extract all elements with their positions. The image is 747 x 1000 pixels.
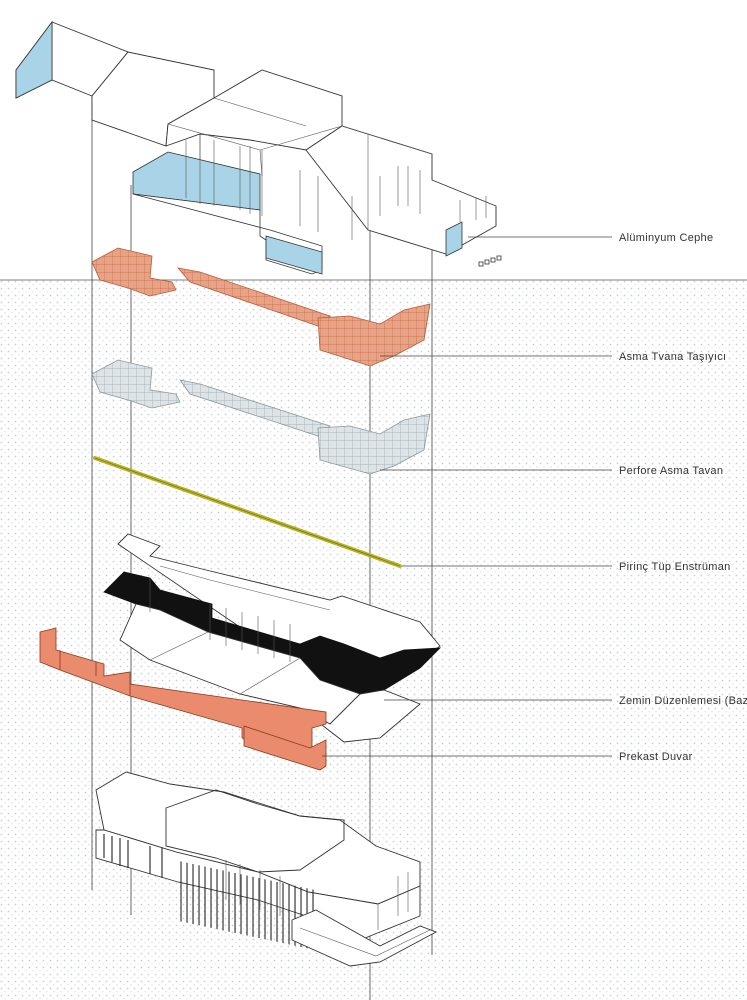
- perforated-ceiling-grid: [91, 359, 431, 475]
- label-basalt-floor: Zemin Düzenlemesi (Bazalt): [619, 695, 747, 707]
- label-brass-tube: Pirinç Tüp Enstrüman: [619, 561, 731, 573]
- label-aluminium-facade: Alüminyum Cephe: [619, 232, 713, 244]
- precast-wall: [39, 627, 327, 771]
- callout-leaders: [322, 236, 612, 757]
- label-ceiling-carrier: Asma Tvana Taşıyıcı: [619, 351, 726, 363]
- brass-tube-instrument: [93, 456, 402, 568]
- basalt-floor-layer: [103, 533, 442, 743]
- base-building: [95, 771, 438, 967]
- aluminium-facade-layer: [15, 20, 502, 275]
- label-perforated-ceiling: Perfore Asma Tavan: [619, 465, 723, 477]
- asma-tavan-carrier-grid: [91, 247, 431, 367]
- label-precast-wall: Prekast Duvar: [619, 751, 693, 763]
